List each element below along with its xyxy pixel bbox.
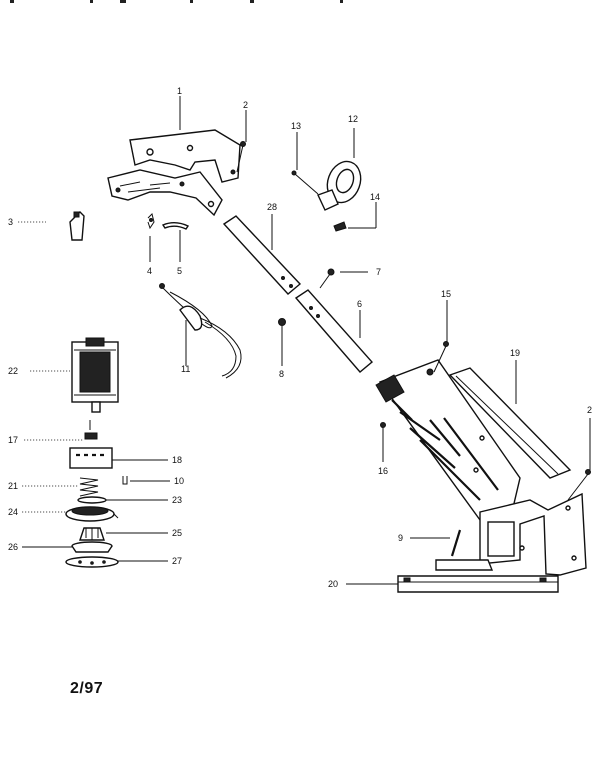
spool-cap bbox=[71, 541, 113, 553]
callout-numbers: 1 2 3 4 5 28 7 6 8 11 13 12 14 15 16 19 … bbox=[8, 86, 592, 589]
upper-handle-housing bbox=[129, 129, 241, 183]
screw-top bbox=[236, 141, 246, 173]
callout-15: 15 bbox=[441, 289, 451, 299]
upper-tube bbox=[222, 215, 302, 295]
callout-25: 25 bbox=[172, 528, 182, 538]
callout-24: 24 bbox=[8, 507, 18, 517]
callout-27: 27 bbox=[172, 556, 182, 566]
edger-support bbox=[479, 492, 587, 576]
callout-26: 26 bbox=[8, 542, 18, 552]
ring-screw bbox=[291, 170, 319, 195]
callout-13: 13 bbox=[291, 121, 301, 131]
date-code: 2/97 bbox=[70, 680, 104, 697]
callout-4: 4 bbox=[147, 266, 152, 276]
callout-22: 22 bbox=[8, 366, 18, 376]
spool-washer bbox=[77, 496, 107, 504]
callout-8: 8 bbox=[279, 369, 284, 379]
callout-19: 19 bbox=[510, 348, 520, 358]
housing-screw-16 bbox=[380, 422, 386, 428]
callout-5: 5 bbox=[177, 266, 182, 276]
motor-housing bbox=[375, 359, 521, 521]
tube-screw bbox=[319, 268, 335, 289]
retaining-pin bbox=[122, 476, 128, 485]
scan-edge-marks bbox=[10, 0, 343, 3]
leader-lines bbox=[18, 96, 591, 585]
lower-tube bbox=[294, 289, 374, 373]
callout-28: 28 bbox=[267, 202, 277, 212]
spring-clip bbox=[147, 213, 155, 230]
callout-2-right: 2 bbox=[587, 405, 592, 415]
callout-10: 10 bbox=[174, 476, 184, 486]
screw-right bbox=[567, 469, 591, 501]
callout-11: 11 bbox=[181, 364, 190, 374]
bearing bbox=[84, 420, 98, 440]
guard-shield bbox=[448, 367, 572, 479]
lower-handle-assembly bbox=[107, 169, 223, 217]
power-cord bbox=[159, 283, 242, 379]
callout-9: 9 bbox=[398, 533, 403, 543]
callout-7: 7 bbox=[376, 267, 381, 277]
callout-1: 1 bbox=[177, 86, 182, 96]
spool-knob bbox=[79, 527, 105, 541]
hanger-ring bbox=[317, 160, 362, 211]
callout-3: 3 bbox=[8, 217, 13, 227]
callout-18: 18 bbox=[172, 455, 182, 465]
callout-6: 6 bbox=[357, 299, 362, 309]
callout-2-top: 2 bbox=[243, 100, 248, 110]
trigger-link bbox=[161, 222, 190, 230]
switch-button bbox=[69, 211, 85, 241]
callout-21: 21 bbox=[8, 481, 18, 491]
base-plate bbox=[65, 556, 119, 568]
spool-spring bbox=[79, 477, 99, 497]
spool-housing bbox=[69, 447, 113, 469]
callout-16: 16 bbox=[378, 466, 388, 476]
support-bolt bbox=[450, 529, 462, 557]
callout-20: 20 bbox=[328, 579, 338, 589]
callout-23: 23 bbox=[172, 495, 182, 505]
housing-screw-15 bbox=[433, 341, 449, 373]
line-spool bbox=[65, 506, 119, 522]
motor-assembly bbox=[71, 337, 119, 413]
ring-nut bbox=[333, 221, 347, 232]
tube-nut bbox=[278, 318, 286, 326]
callout-17: 17 bbox=[8, 435, 18, 445]
base-bar bbox=[397, 559, 559, 593]
callout-12: 12 bbox=[348, 114, 358, 124]
callout-14: 14 bbox=[370, 192, 380, 202]
